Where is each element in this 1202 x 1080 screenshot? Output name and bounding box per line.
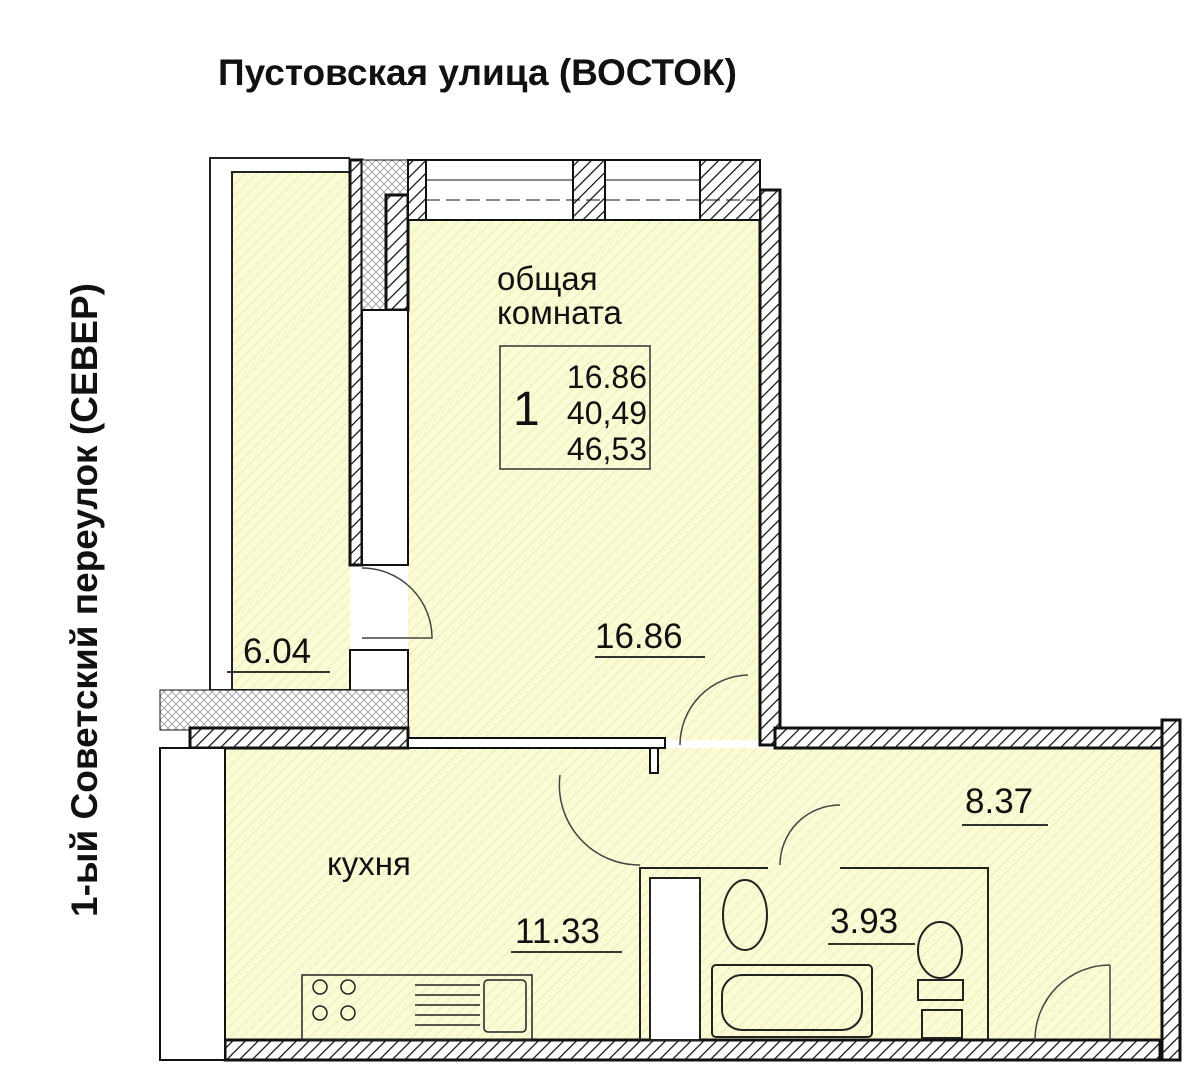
living-room-name-1: общая [497, 260, 598, 297]
bathroom-fixtures [639, 867, 989, 1041]
floor-fill [225, 172, 1165, 1040]
walls [159, 158, 1182, 1062]
info-total-with-balcony: 46,53 [567, 431, 647, 467]
info-total-area: 40,49 [567, 395, 647, 431]
living-room-area: 16.86 [595, 617, 683, 656]
top-windows [407, 159, 761, 221]
balcony-area: 6.04 [243, 632, 311, 671]
living-room-name-2: комната [497, 294, 622, 331]
counter [301, 974, 533, 1041]
doors [361, 567, 1111, 1041]
bathroom-area: 3.93 [830, 902, 898, 941]
bathtub-icon [711, 964, 873, 1038]
sink-icon [722, 879, 768, 951]
hall-area: 8.37 [965, 782, 1033, 821]
apartment-info-box: 1 16.86 40,49 46,53 [499, 345, 651, 470]
kitchen-name: кухня [327, 845, 411, 882]
rooms-count: 1 [513, 383, 540, 436]
kitchen-area: 11.33 [515, 912, 600, 951]
kitchen-fixtures [301, 974, 533, 1041]
info-living-area: 16.86 [567, 359, 647, 395]
sink-drainer-icon [415, 979, 527, 1033]
stove-icon [312, 979, 356, 1021]
street-label-east: Пустовская улица (ВОСТОК) [218, 52, 737, 93]
toilet-icon [917, 921, 963, 979]
